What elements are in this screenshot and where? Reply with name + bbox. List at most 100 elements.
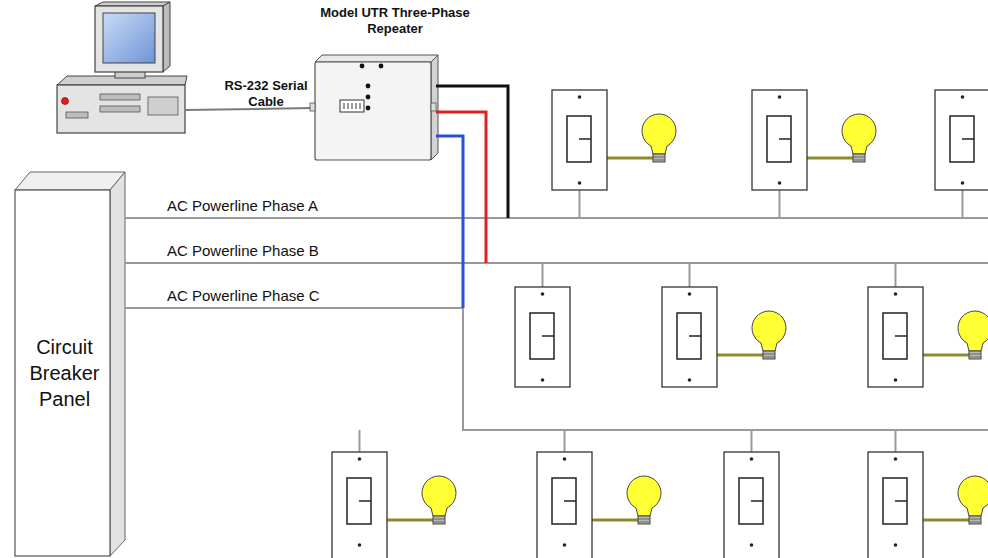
rocker <box>950 116 974 162</box>
monitor-screen <box>103 13 155 63</box>
rocker-edge <box>962 138 974 140</box>
bulb-thread <box>653 157 665 160</box>
phase-a-wire <box>436 86 508 218</box>
lamp-wire <box>607 157 655 160</box>
rocker-edge <box>689 335 701 337</box>
plate-screw <box>563 543 567 547</box>
panel-side <box>110 172 125 556</box>
branch-wire <box>542 263 544 287</box>
bulb-base <box>638 516 650 524</box>
lamp-wire <box>807 157 855 160</box>
switch-plate <box>868 452 923 558</box>
drive-slot <box>100 106 140 112</box>
repeater-top <box>315 55 438 62</box>
lamp-wire <box>592 519 640 522</box>
status-led <box>360 64 365 69</box>
branch-wire <box>779 190 781 218</box>
cable-label: RS-232 Serial Cable <box>222 78 310 109</box>
rocker <box>567 116 591 162</box>
light-bulb <box>752 311 786 351</box>
plate-screw <box>750 543 754 547</box>
switch-plate <box>552 90 607 190</box>
branch-wire <box>564 430 566 452</box>
wall-switch <box>537 430 661 558</box>
switch-plate <box>752 90 807 190</box>
phase-a-line <box>125 217 988 219</box>
desktop-case <box>57 85 185 133</box>
light-bulb <box>958 311 988 351</box>
phase-label: AC Powerline Phase A <box>167 197 387 215</box>
power-port <box>431 103 436 111</box>
repeater-front <box>315 62 431 160</box>
phase-b-line <box>125 262 988 264</box>
wall-switch <box>515 263 570 387</box>
rocker <box>883 478 907 524</box>
switch-plate <box>537 452 592 558</box>
drive-bay <box>148 97 178 115</box>
rocker-edge <box>751 500 763 502</box>
lamp-wire <box>923 519 971 522</box>
db9-connector <box>340 100 364 112</box>
plate-screw <box>358 457 362 461</box>
rocker-edge <box>779 138 791 140</box>
rocker <box>739 478 763 524</box>
phase-led <box>366 84 371 89</box>
wall-switch <box>868 430 988 558</box>
powerlines <box>125 218 988 430</box>
wall-switch <box>935 90 988 218</box>
branch-wire <box>689 263 691 287</box>
bulb-base <box>969 516 981 524</box>
branch-wire <box>579 190 581 218</box>
rocker <box>530 313 554 359</box>
connector-pins <box>344 103 360 109</box>
branch-wire <box>359 430 361 452</box>
bulb-base <box>969 351 981 359</box>
panel-front <box>15 190 110 556</box>
monitor-body <box>95 6 163 72</box>
plate-screw <box>358 543 362 547</box>
rocker <box>347 478 371 524</box>
light-bulb <box>958 476 988 516</box>
panel-top <box>15 172 125 190</box>
wall-switch <box>662 263 786 387</box>
repeater-housing <box>310 55 438 160</box>
branch-wire <box>895 430 897 452</box>
bulb-base <box>433 516 445 524</box>
plate-screw <box>894 457 898 461</box>
plate-screw <box>778 95 782 99</box>
rocker-edge <box>564 500 576 502</box>
plate-screw <box>688 292 692 296</box>
bulb-thread <box>433 519 445 522</box>
phase-c-wire <box>436 136 463 308</box>
repeater-node: Model UTR Three-Phase Repeater <box>312 3 478 161</box>
light-bulb <box>842 114 876 154</box>
rocker <box>552 478 576 524</box>
wall-switch <box>724 430 779 558</box>
light-bulb <box>642 114 676 154</box>
branch-wire <box>895 263 897 287</box>
lamp-wire <box>717 354 765 357</box>
plate-screw <box>961 181 965 185</box>
plate-screw <box>563 457 567 461</box>
rocker-edge <box>542 335 554 337</box>
switch-plate <box>868 287 923 387</box>
light-bulb <box>627 476 661 516</box>
switch-plate <box>515 287 570 387</box>
bulb-base <box>853 154 865 162</box>
device-title: Model UTR Three-Phase Repeater <box>320 5 470 38</box>
wall-switch <box>552 90 676 218</box>
breaker-panel-body <box>15 172 125 556</box>
serial-port <box>310 103 315 111</box>
switch-plate <box>332 452 387 558</box>
wall-switch <box>752 90 876 218</box>
lamp-wire <box>923 354 971 357</box>
rocker-edge <box>895 500 907 502</box>
switch-plate <box>662 287 717 387</box>
bulb-base <box>763 351 775 359</box>
status-led <box>379 64 384 69</box>
rocker <box>677 313 701 359</box>
